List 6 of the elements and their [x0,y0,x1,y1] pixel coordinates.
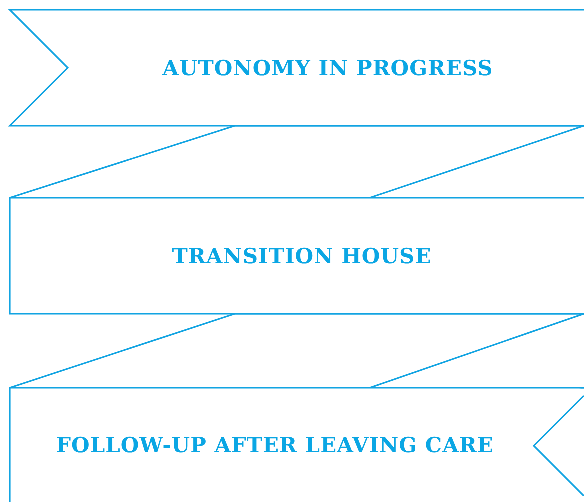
band-label: TRANSITION HOUSE [172,244,432,268]
band-label: AUTONOMY IN PROGRESS [162,56,494,80]
ribbon-band [10,10,584,126]
band-label: FOLLOW-UP AFTER LEAVING CARE [56,432,494,458]
ribbon-band [10,198,584,314]
ribbon-band [10,388,584,502]
